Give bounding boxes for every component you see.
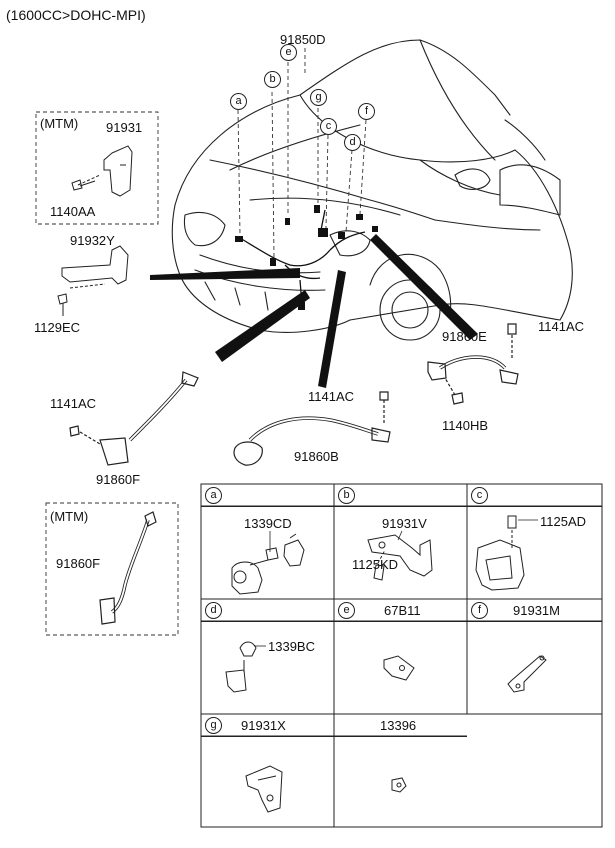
grid-cell-h-header: 13396 bbox=[334, 714, 467, 737]
mtm-label-bottom: (MTM) bbox=[50, 509, 89, 524]
callout-e: e bbox=[280, 44, 297, 61]
grid-letter-e: e bbox=[338, 602, 355, 619]
grid-part-1339bc: 1339BC bbox=[268, 639, 315, 654]
bracket-91932y-label: 91932Y bbox=[70, 233, 115, 248]
grid-letter-b: b bbox=[338, 487, 355, 504]
grid-cell-b-header: b bbox=[334, 484, 467, 507]
grid-cell-e-header: e 67B11 bbox=[334, 599, 467, 622]
cable-91860f-mtm-label: 91860F bbox=[56, 556, 101, 571]
mtm-label-top: (MTM) bbox=[40, 116, 79, 131]
grid-letter-g: g bbox=[205, 717, 222, 734]
callout-a: a bbox=[230, 93, 247, 110]
grid-letter-d: d bbox=[205, 602, 222, 619]
grid-cell-a-header: a bbox=[201, 484, 334, 507]
grid-part-91931m: 91931M bbox=[513, 603, 560, 618]
bolt-1129ec-label: 1129EC bbox=[34, 320, 81, 335]
grid-cell-g-header: g 91931X bbox=[201, 714, 334, 737]
grid-part-13396: 13396 bbox=[380, 718, 417, 733]
diagram-title: (1600CC>DOHC-MPI) bbox=[6, 7, 146, 23]
cable-91860f-label: 91860F bbox=[96, 472, 141, 487]
callout-b: b bbox=[264, 71, 281, 88]
grid-letter-c: c bbox=[471, 487, 488, 504]
grid-cell-d-header: d bbox=[201, 599, 334, 622]
grid-part-1125kd: 1125KD bbox=[352, 557, 399, 572]
grid-letter-f: f bbox=[471, 602, 488, 619]
callout-d: d bbox=[344, 134, 361, 151]
grid-part-91931v: 91931V bbox=[382, 516, 427, 531]
cable-91860e-label: 91860E bbox=[442, 329, 487, 344]
grid-letter-a: a bbox=[205, 487, 222, 504]
harness-part-label: 91850D bbox=[280, 32, 326, 47]
grid-cell-f-header: f 91931M bbox=[467, 599, 602, 622]
cable-91860b-label: 91860B bbox=[294, 449, 339, 464]
grid-part-1125ad: 1125AD bbox=[540, 514, 587, 529]
callout-c: c bbox=[320, 118, 337, 135]
grid-part-67b11: 67B11 bbox=[384, 603, 421, 618]
bolt-1141ac-middle-label: 1141AC bbox=[308, 389, 355, 404]
bolt-1140aa-label: 1140AA bbox=[50, 204, 96, 219]
bolt-1141ac-left-label: 1141AC bbox=[50, 396, 97, 411]
bracket-91931-label: 91931 bbox=[106, 120, 143, 135]
grid-part-91931x: 91931X bbox=[241, 718, 286, 733]
bolt-1140hb-label: 1140HB bbox=[442, 418, 489, 433]
grid-cell-c-header: c bbox=[467, 484, 602, 507]
callout-f: f bbox=[358, 103, 375, 120]
bolt-1141ac-right-label: 1141AC bbox=[538, 319, 585, 334]
grid-part-1339cd: 1339CD bbox=[244, 516, 292, 531]
callout-g: g bbox=[310, 89, 327, 106]
